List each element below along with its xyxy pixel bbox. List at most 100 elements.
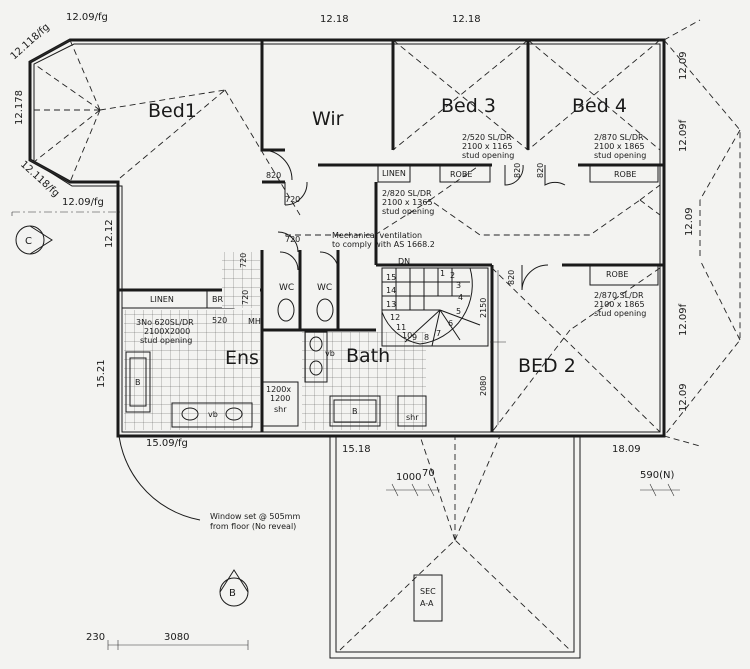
level-label: 12.178 (14, 90, 25, 125)
room-label-wc-2: WC (317, 283, 332, 293)
section-line (11, 211, 120, 216)
level-label: 12.09 (678, 51, 689, 80)
label-robe-bed2: ROBE (606, 270, 628, 279)
door-note-bed2: 2/870 SL/DR 2100 x 1865 stud opening (594, 291, 646, 318)
note-line: SEC (420, 587, 436, 596)
level-label: 12.09/fg (66, 12, 108, 23)
dimension-label: 2080 (479, 376, 488, 396)
dimension-label: 1000 (396, 472, 421, 483)
window-note: Window set @ 505mm from floor (No reveal… (210, 512, 300, 531)
marker-c-label: C (25, 236, 32, 247)
stair-number: 6 (448, 319, 453, 328)
fixtures (125, 298, 427, 428)
hall-dashes (285, 39, 661, 433)
stair-number: 15 (386, 273, 396, 282)
room-label-bed2: BED 2 (518, 355, 576, 377)
dimension-label: 3080 (164, 632, 189, 643)
label-linen-top: LINEN (382, 169, 406, 178)
door-note-bed3: 2/520 SL/DR 2100 x 1165 stud opening (462, 133, 514, 160)
label-stair-dn: DN (398, 257, 410, 266)
note-line: 1200x (266, 385, 291, 394)
note-line: 2/520 SL/DR (462, 133, 512, 142)
note-line: A-A (420, 599, 434, 608)
level-label: 12.09/fg (62, 197, 104, 208)
bay-window-lines (33, 39, 301, 216)
label-robe-bed4: ROBE (614, 170, 636, 179)
dimension-label: 590(N) (640, 470, 674, 481)
dimension-label: 520 (212, 316, 227, 325)
marker-b: B (219, 569, 249, 607)
note-line: shr (274, 405, 287, 414)
label-mh: MH (248, 317, 261, 326)
note-line: stud opening (140, 336, 192, 345)
dimension-label: 820 (266, 171, 281, 180)
stair-number: 5 (456, 307, 461, 316)
dimension-label: 720 (239, 253, 248, 268)
note-line: Mechanical ventilation (332, 231, 422, 240)
ventilation-note: Mechanical ventilation to comply with AS… (332, 231, 435, 249)
door-note-ensuite: 3No 620SL/DR 2100X2000 stud opening (136, 318, 194, 345)
note-line: 1200 (270, 394, 290, 403)
dimension-label: 820 (507, 270, 516, 285)
stair-number: 3 (456, 281, 461, 290)
room-label-wir: Wir (312, 108, 344, 130)
stair-number: 2 (450, 271, 455, 280)
label-vb: vb (208, 410, 218, 419)
stair-number: 14 (386, 286, 396, 295)
note-line: Window set @ 505mm (210, 512, 300, 521)
door-note-bed4: 2/870 SL/DR 2100 x 1865 stud opening (594, 133, 646, 160)
section-tag: SEC A-A (420, 587, 436, 608)
level-label: 15.18 (342, 444, 371, 455)
lower-roof (329, 435, 581, 659)
stair-number: 8 (424, 333, 429, 342)
stair-number: 10 (402, 331, 412, 340)
stair-number: 7 (436, 329, 441, 338)
label-b-bath: B (352, 407, 358, 416)
dimension-label: 820 (536, 163, 545, 178)
note-line: 2100 x 1865 (594, 300, 645, 309)
dimension-label: 720 (285, 235, 300, 244)
dimension-label: 70 (422, 468, 435, 479)
door-note-linen: 2/820 SL/DR 2100 x 1365 stud opening (382, 189, 434, 216)
note-line: 3No 620SL/DR (136, 318, 194, 327)
tiled-areas (124, 252, 426, 430)
stair-numbers: 15 14 13 12 11 10 9 8 7 6 5 4 3 2 1 (386, 269, 463, 342)
stair-number: 4 (458, 293, 463, 302)
stair-number: 9 (412, 333, 417, 342)
dimension-label: 720 (241, 290, 250, 305)
room-label-bed3: Bed 3 (441, 95, 496, 117)
staircase (381, 267, 489, 347)
note-line: 2/820 SL/DR (382, 189, 432, 198)
note-line: 2100 x 1365 (382, 198, 433, 207)
note-line: to comply with AS 1668.2 (332, 240, 435, 249)
marker-c: C (15, 225, 53, 255)
shower-note: 1200x 1200 shr (266, 385, 291, 414)
level-label: 15.21 (96, 359, 107, 388)
level-label: 12.18 (452, 14, 481, 25)
room-label-bath: Bath (346, 345, 390, 367)
label-linen-ens: LINEN (150, 295, 174, 304)
stair-number: 12 (390, 313, 400, 322)
label-vb-bath: vb (325, 349, 335, 358)
level-label: 12.118/fg (9, 22, 52, 62)
note-line: stud opening (594, 309, 646, 318)
room-label-wc-1: WC (279, 283, 294, 293)
room-label-ens: Ens. (225, 347, 265, 369)
note-line: stud opening (382, 207, 434, 216)
level-label: 12.09f (678, 119, 689, 152)
dimension-label: 2150 (479, 298, 488, 318)
dimension-label: 720 (285, 195, 300, 204)
level-label: 12.09 (684, 207, 695, 236)
dimension-label: 230 (86, 632, 105, 643)
level-label: 12.09 (678, 383, 689, 412)
outer-walls (28, 38, 666, 438)
level-label: 12.09f (678, 303, 689, 336)
note-line: 2100 x 1165 (462, 142, 513, 151)
level-label: 12.18 (320, 14, 349, 25)
note-line: 2/870 SL/DR (594, 133, 644, 142)
label-br: BR (212, 295, 223, 304)
note-line: 2/870 SL/DR (594, 291, 644, 300)
room-label-bed4: Bed 4 (572, 95, 627, 117)
note-line: from floor (No reveal) (210, 522, 296, 531)
